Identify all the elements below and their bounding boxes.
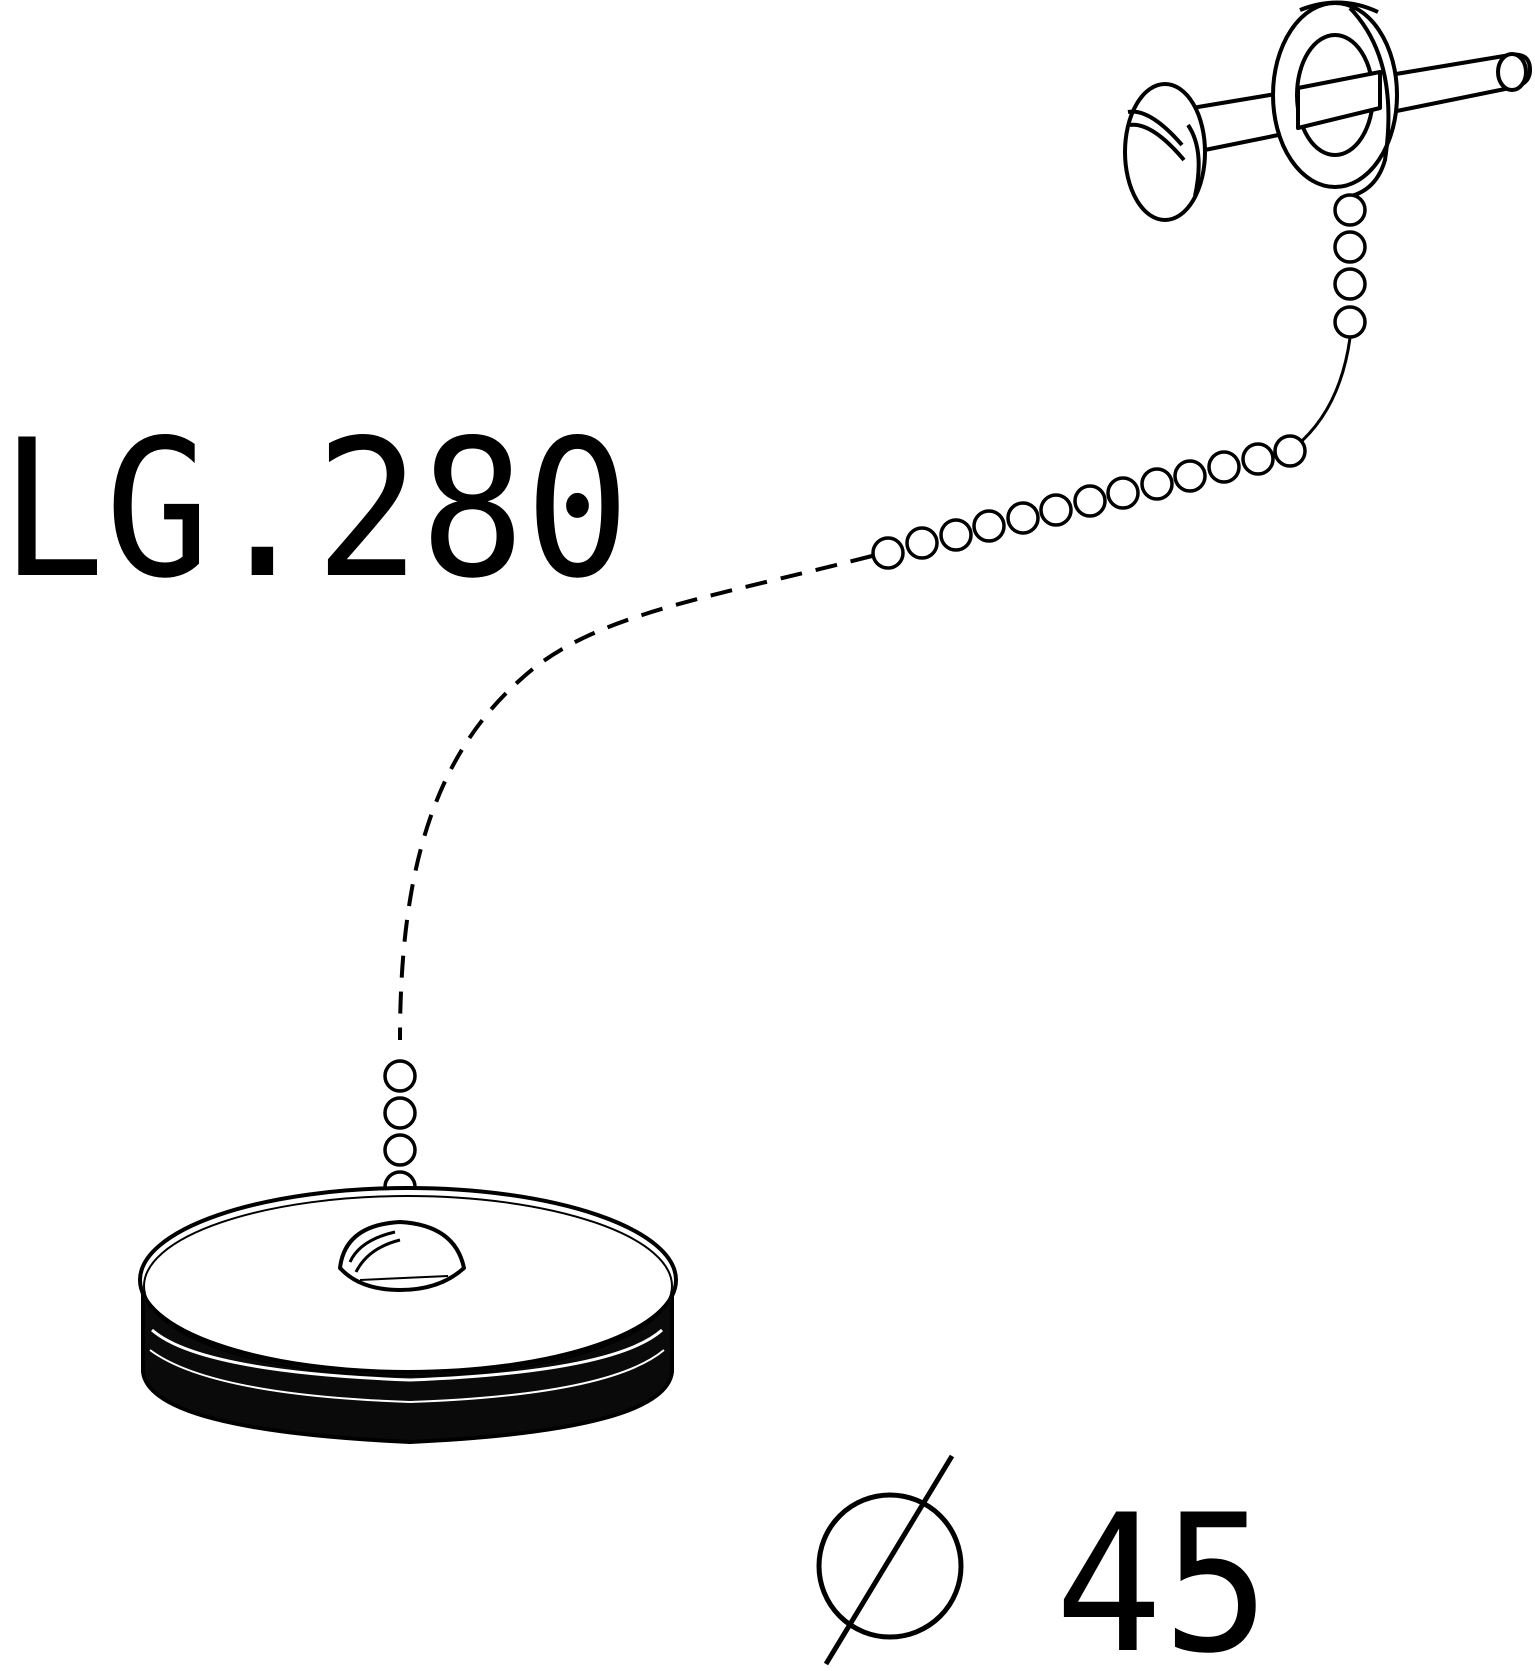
sink-plug-icon <box>138 1186 678 1444</box>
diameter-value: 45 <box>1055 1474 1270 1671</box>
length-label: LG.280 <box>0 399 630 620</box>
screw-hook-icon <box>1123 0 1532 222</box>
diameter-symbol-text: Ø <box>0 0 1 1</box>
chain-continuation-line <box>398 554 873 1041</box>
ball-chain-icon <box>871 193 1367 570</box>
diameter-symbol-icon <box>816 1454 964 1666</box>
